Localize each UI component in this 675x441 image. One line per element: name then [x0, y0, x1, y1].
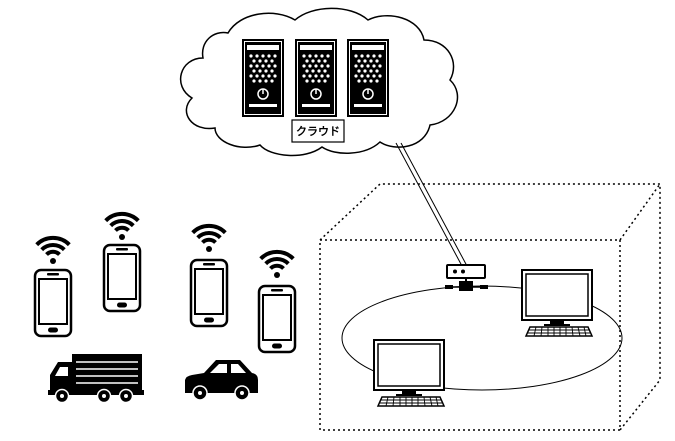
- smartphone-icon: [189, 258, 229, 328]
- server-rack-icon: [295, 39, 337, 117]
- cloud-label: クラウド: [296, 125, 340, 138]
- smartphone-icon: [33, 268, 73, 338]
- server-rack-icon: [347, 39, 389, 117]
- wifi-signal-icon: [190, 223, 228, 254]
- wifi-signal-icon: [34, 235, 72, 266]
- server-rack-icon: [242, 39, 284, 117]
- wifi-signal-icon: [103, 211, 141, 242]
- router-icon: [445, 264, 488, 291]
- cloud-label-box: [291, 119, 345, 143]
- truck-icon: [48, 354, 144, 404]
- desktop-monitor-icon: [373, 339, 445, 407]
- wifi-signal-icon: [258, 249, 296, 280]
- cloud-connection-line: [395, 142, 468, 267]
- cloud: クラウド: [180, 7, 459, 157]
- smartphone-icon: [257, 284, 297, 354]
- smartphone-icon: [102, 243, 142, 313]
- car-icon: [185, 360, 258, 401]
- office-building-box: [319, 183, 661, 431]
- desktop-monitor-icon: [521, 269, 593, 337]
